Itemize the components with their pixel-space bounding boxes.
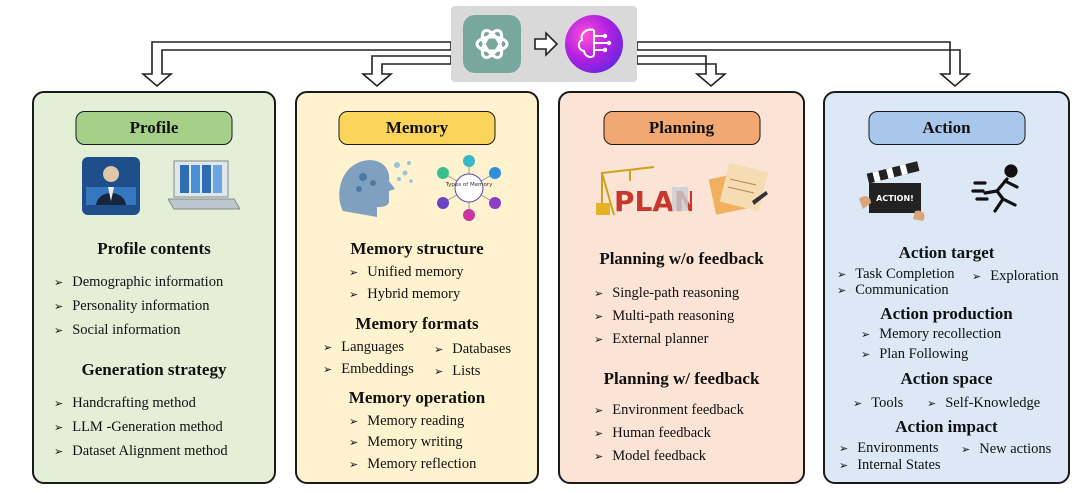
list-item: Memory writing [349, 434, 462, 451]
generation-strategy-heading: Generation strategy [81, 360, 227, 379]
list-item: Tools [853, 395, 903, 412]
laptop-folders-icon [168, 160, 240, 210]
business-person-icon [82, 157, 140, 215]
list-item: Environments [839, 440, 938, 457]
action-image-label: ACTION! [876, 194, 914, 203]
action-production-heading: Action production [880, 304, 1013, 323]
planning-title: Planning [603, 111, 760, 145]
list-item: Memory reading [349, 413, 464, 430]
ai-brain-icon [565, 15, 623, 73]
action-impact-heading: Action impact [895, 417, 998, 436]
list-item: Environment feedback [594, 402, 744, 419]
clapperboard-icon: ACTION! [859, 161, 925, 221]
arrow-to-action [636, 41, 972, 88]
arrow-right-icon [534, 31, 559, 57]
list-item: Embeddings [323, 361, 414, 378]
list-item: Task Completion [837, 266, 954, 283]
list-item: Lists [434, 363, 480, 380]
list-item: Demographic information [54, 274, 223, 291]
profile-panel: Profile Profile contents Demographic inf… [32, 91, 276, 484]
memory-formats-heading: Memory formats [355, 314, 479, 333]
list-item: Unified memory [349, 264, 463, 281]
list-item: Internal States [839, 457, 940, 474]
connector-arrows [140, 41, 972, 88]
list-item: Communication [837, 282, 948, 299]
list-item: New actions [961, 441, 1051, 458]
list-item: Memory reflection [349, 456, 476, 473]
types-of-memory-label: Types of Memory [445, 182, 493, 188]
memory-panel: Memory Types of Memory Memory structure … [295, 91, 539, 484]
list-item: Multi-path reasoning [594, 308, 734, 325]
action-title: Action [868, 111, 1025, 145]
list-item: Model feedback [594, 448, 706, 465]
action-target-heading: Action target [898, 243, 995, 262]
running-person-icon [971, 164, 1019, 213]
digital-head-icon [339, 160, 413, 217]
list-item: Personality information [54, 298, 209, 315]
list-item: Hybrid memory [349, 286, 460, 303]
plan-documents-icon [708, 162, 769, 215]
list-item: Handcrafting method [54, 395, 196, 412]
types-of-memory-diagram-icon: Types of Memory [437, 155, 501, 221]
list-item: Social information [54, 322, 180, 339]
list-item: Dataset Alignment method [54, 443, 227, 460]
memory-title: Memory [338, 111, 496, 145]
planning-panel: Planning PLAN Planning w/o feedback Sing… [558, 91, 805, 484]
list-item: External planner [594, 331, 708, 348]
memory-structure-heading: Memory structure [350, 239, 484, 258]
action-space-heading: Action space [900, 369, 993, 388]
llm-to-agent-box [451, 6, 637, 82]
list-item: Human feedback [594, 425, 711, 442]
arrow-to-profile [140, 41, 452, 88]
memory-operation-heading: Memory operation [348, 388, 486, 407]
plan-crane-icon: PLAN [596, 166, 692, 218]
list-item: Single-path reasoning [594, 285, 739, 302]
list-item: Languages [323, 339, 404, 356]
list-item: Plan Following [861, 346, 968, 363]
list-item: Self-Knowledge [927, 395, 1040, 412]
profile-contents-heading: Profile contents [97, 239, 211, 258]
openai-logo-icon [463, 15, 521, 73]
action-panel: Action ACTION! Action target Task Comple… [823, 91, 1070, 484]
list-item: Databases [434, 341, 511, 358]
list-item: Exploration [972, 268, 1058, 285]
list-item: Memory recollection [861, 326, 1001, 343]
planning-without-feedback-heading: Planning w/o feedback [599, 249, 764, 268]
profile-title: Profile [75, 111, 233, 145]
planning-with-feedback-heading: Planning w/ feedback [603, 369, 760, 388]
arrow-to-planning [636, 55, 728, 88]
arrow-to-memory [360, 55, 452, 88]
list-item: LLM -Generation method [54, 419, 223, 436]
